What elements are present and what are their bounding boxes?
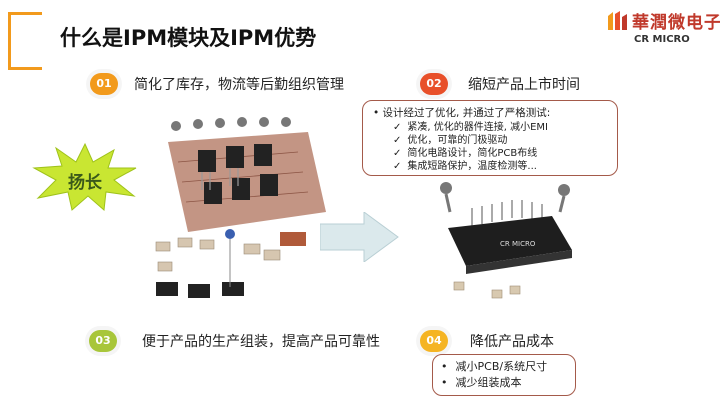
- test-item: 集成短路保护，温度检测等...: [393, 160, 609, 173]
- feature-badge-03: 03: [89, 330, 117, 352]
- test-box-list: 紧凑, 优化的器件连接, 减小EMI 优化，可靠的门极驱动 简化电路设计，简化P…: [393, 121, 609, 173]
- test-box-lead: • 设计经过了优化, 并通过了严格测试:: [373, 107, 551, 119]
- ipm-module-illustration: CR MICRO: [440, 182, 572, 299]
- design-test-box: • 设计经过了优化, 并通过了严格测试: 紧凑, 优化的器件连接, 减小EMI …: [362, 100, 618, 176]
- company-logo: 華潤微电子 CR MICRO: [606, 8, 720, 52]
- discrete-components-illustration: [155, 117, 326, 298]
- logo-mark-icon: [608, 11, 627, 30]
- feature-text-04: 降低产品成本: [470, 334, 554, 350]
- test-item: 优化，可靠的门极驱动: [393, 134, 609, 147]
- test-item: 紧凑, 优化的器件连接, 减小EMI: [393, 121, 609, 134]
- feature-badge-04: 04: [420, 330, 448, 352]
- svg-text:CR MICRO: CR MICRO: [500, 240, 536, 248]
- logo-english-text: CR MICRO: [634, 34, 690, 45]
- feature-text-03: 便于产品的生产组装，提高产品可靠性: [142, 334, 380, 350]
- cost-item: 减小PCB/系统尺寸: [441, 359, 567, 375]
- burst-label: 扬长: [68, 173, 102, 193]
- title-accent-bracket: [8, 12, 42, 70]
- test-item: 简化电路设计，简化PCB布线: [393, 147, 609, 160]
- feature-badge-02: 02: [420, 73, 448, 95]
- right-arrow-icon: [320, 212, 399, 262]
- cost-reduction-box: 减小PCB/系统尺寸 减少组装成本: [432, 354, 576, 396]
- feature-badge-01: 01: [90, 73, 118, 95]
- logo-chinese-text: 華潤微电子: [632, 13, 720, 33]
- page-title: 什么是IPM模块及IPM优势: [60, 26, 317, 50]
- feature-text-02: 缩短产品上市时间: [468, 77, 580, 93]
- feature-text-01: 简化了库存，物流等后勤组织管理: [134, 77, 344, 93]
- starburst-shape: [32, 142, 137, 212]
- cost-item: 减少组装成本: [441, 375, 567, 391]
